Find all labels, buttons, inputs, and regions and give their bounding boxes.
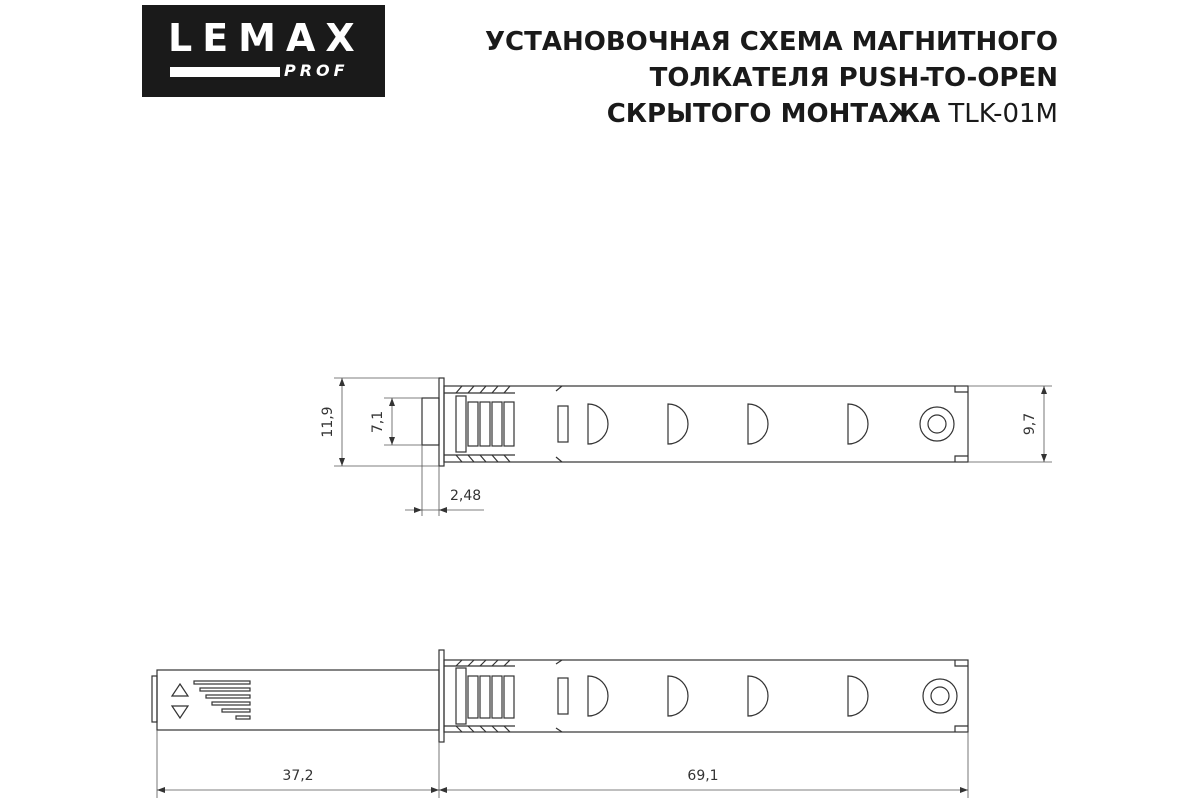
dim-stroke-length: 37,2 <box>282 768 313 784</box>
model-number: TLK-01M <box>948 99 1058 129</box>
logo-text: LEMAX <box>168 16 365 60</box>
pusher-retracted-view <box>421 377 969 467</box>
dim-body-length: 69,1 <box>687 768 718 784</box>
pusher-body <box>443 385 969 463</box>
pusher-plunger <box>156 669 440 731</box>
title-line-3: СКРЫТОГО МОНТАЖА <box>606 99 941 129</box>
page-title: УСТАНОВОЧНАЯ СХЕМА МАГНИТНОГО ТОЛКАТЕЛЯ … <box>418 24 1058 132</box>
brand-logo: LEMAX PROF <box>142 5 385 97</box>
arrow-up-icon <box>170 682 190 697</box>
arrow-down-icon <box>170 705 190 720</box>
magnet-circle <box>919 406 955 442</box>
dim-flange-offset: 2,48 <box>450 488 481 504</box>
pusher-flange <box>438 377 445 467</box>
dim-body-height: 9,7 <box>1022 413 1038 435</box>
title-line-1: УСТАНОВОЧНАЯ СХЕМА МАГНИТНОГО <box>484 27 1058 57</box>
pusher-extended-view <box>151 649 969 743</box>
dim-flange-height: 11,9 <box>320 406 336 437</box>
pusher-button <box>421 397 440 446</box>
logo-subtext: PROF <box>284 61 349 80</box>
title-line-2: ТОЛКАТЕЛЯ PUSH-TO-OPEN <box>649 63 1058 93</box>
logo-bar <box>170 67 280 77</box>
dim-button-height: 7,1 <box>370 411 386 433</box>
